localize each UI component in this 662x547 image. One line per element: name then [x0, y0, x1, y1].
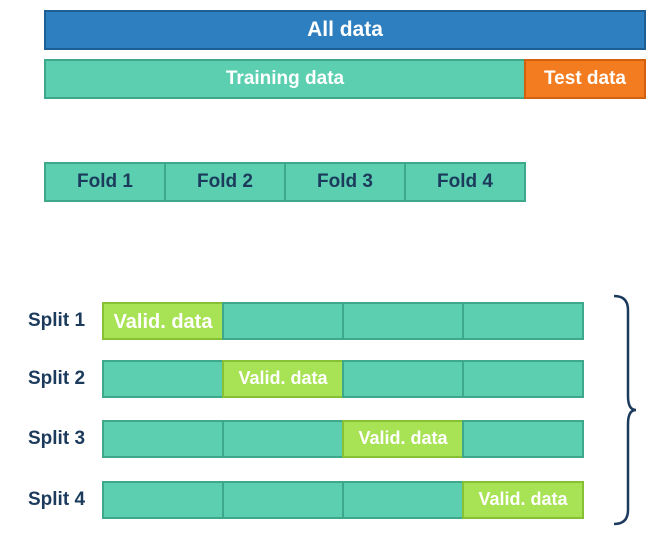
fold-4: Fold 4 [404, 162, 526, 202]
training-fold-split-1-3 [342, 302, 464, 340]
training-fold-split-3-2 [222, 420, 344, 458]
all-data-bar: All data [44, 10, 646, 50]
training-fold-split-4-2 [222, 481, 344, 519]
validation-label: Valid. data [238, 368, 328, 388]
validation-fold-split-3: Valid. data [342, 420, 464, 458]
training-fold-split-2-1 [102, 360, 224, 398]
fold-3: Fold 3 [284, 162, 406, 202]
validation-label: Valid. data [113, 311, 213, 333]
validation-fold-split-2: Valid. data [222, 360, 344, 398]
training-fold-split-4-1 [102, 481, 224, 519]
validation-label: Valid. data [478, 489, 568, 509]
training-fold-split-1-4 [462, 302, 584, 340]
training-fold-split-2-4 [462, 360, 584, 398]
fold-1: Fold 1 [44, 162, 166, 202]
test-data-bar: Test data [524, 59, 646, 99]
validation-fold-split-1: Valid. data [102, 302, 224, 340]
training-data-bar: Training data [44, 59, 526, 99]
training-fold-split-4-3 [342, 481, 464, 519]
training-fold-split-2-3 [342, 360, 464, 398]
training-fold-split-1-2 [222, 302, 344, 340]
split-label-3: Split 3 [28, 428, 86, 449]
training-fold-split-3-4 [462, 420, 584, 458]
right-brace [613, 294, 637, 526]
split-label-4: Split 4 [28, 489, 86, 510]
validation-label: Valid. data [358, 428, 448, 448]
training-fold-split-3-1 [102, 420, 224, 458]
fold-2: Fold 2 [164, 162, 286, 202]
validation-fold-split-4: Valid. data [462, 481, 584, 519]
split-label-1: Split 1 [28, 310, 86, 331]
split-label-2: Split 2 [28, 368, 86, 389]
